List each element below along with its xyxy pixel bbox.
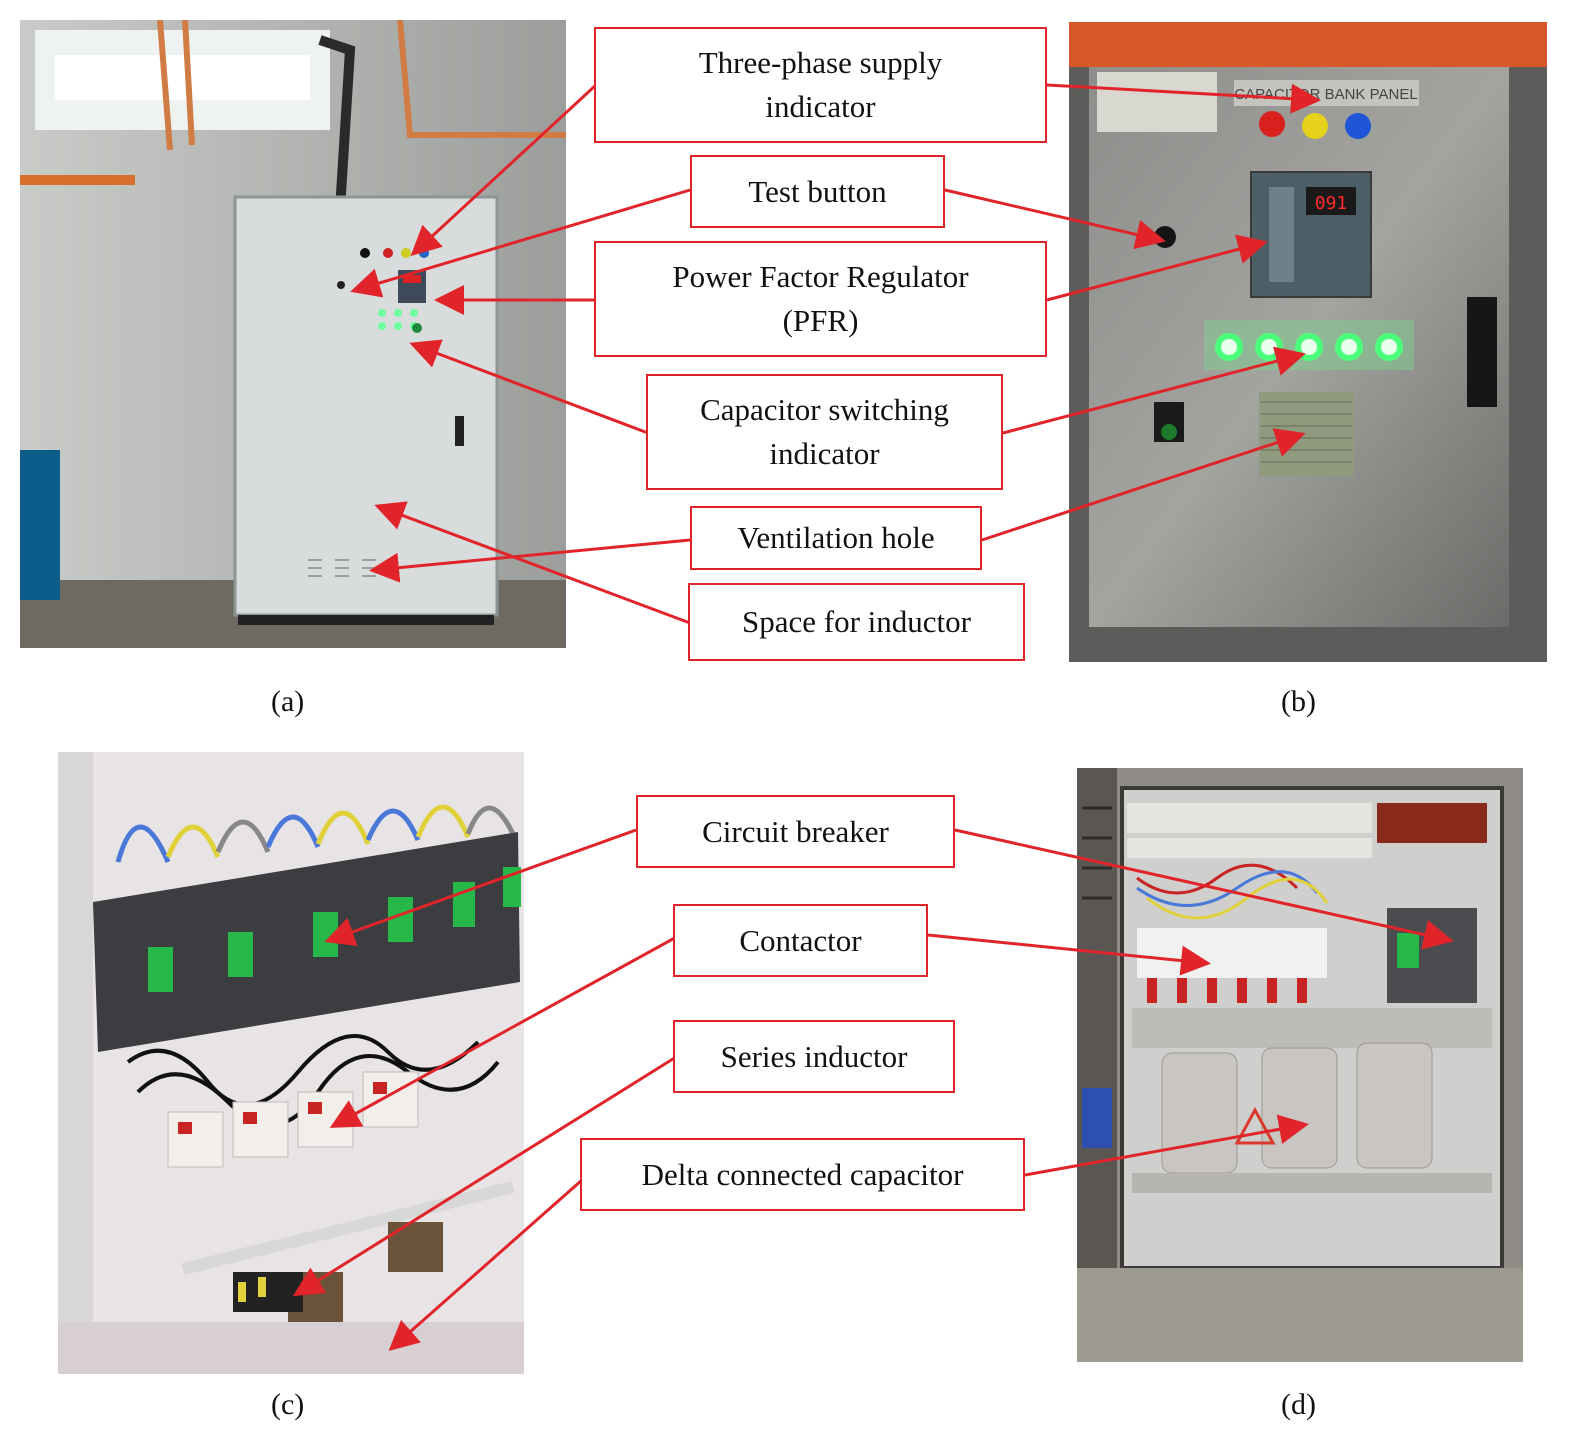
label-test-button-text: Test button [748, 173, 887, 209]
caption-d: (d) [1281, 1388, 1316, 1421]
photo-c-cabinet-interior [58, 752, 524, 1374]
label-three-phase-line2: indicator [765, 89, 876, 124]
label-contactor-text: Contactor [739, 922, 862, 958]
label-pfr-line2: (PFR) [782, 303, 859, 338]
label-ventilation-text: Ventilation hole [737, 520, 935, 555]
pfr-display-text: 091 [1315, 193, 1348, 214]
label-cap-switch-line2: indicator [769, 436, 880, 471]
caption-b: (b) [1281, 685, 1316, 718]
label-capacitor-switching-indicator: Capacitor switching indicator [646, 374, 1003, 490]
panel-nameplate-text: CAPACITOR BANK PANEL [1234, 86, 1417, 103]
label-space-for-inductor: Space for inductor [688, 583, 1025, 661]
label-circuit-breaker-text: Circuit breaker [702, 813, 889, 849]
label-ventilation-hole: Ventilation hole [690, 506, 982, 570]
label-cap-switch-line1: Capacitor switching [700, 392, 949, 427]
caption-a: (a) [271, 685, 305, 718]
label-delta-connected-capacitor: Delta connected capacitor [580, 1138, 1025, 1211]
label-power-factor-regulator: Power Factor Regulator (PFR) [594, 241, 1047, 357]
label-three-phase-supply-indicator: Three-phase supply indicator [594, 27, 1047, 143]
label-contactor: Contactor [673, 904, 928, 977]
caption-c: (c) [271, 1388, 305, 1421]
photo-d-cabinet-open [1077, 768, 1523, 1362]
label-pfr-line1: Power Factor Regulator [672, 259, 969, 294]
label-three-phase-line1: Three-phase supply [698, 45, 943, 80]
label-delta-capacitor-text: Delta connected capacitor [641, 1156, 964, 1192]
label-series-inductor-text: Series inductor [720, 1038, 908, 1074]
label-circuit-breaker: Circuit breaker [636, 795, 955, 868]
photo-a-cabinet-closed [20, 20, 566, 648]
label-test-button: Test button [690, 155, 945, 228]
photo-b-panel-front: CAPACITOR BANK PANEL 091 [1069, 22, 1547, 662]
label-series-inductor: Series inductor [673, 1020, 955, 1093]
label-inductor-space-text: Space for inductor [742, 604, 971, 639]
